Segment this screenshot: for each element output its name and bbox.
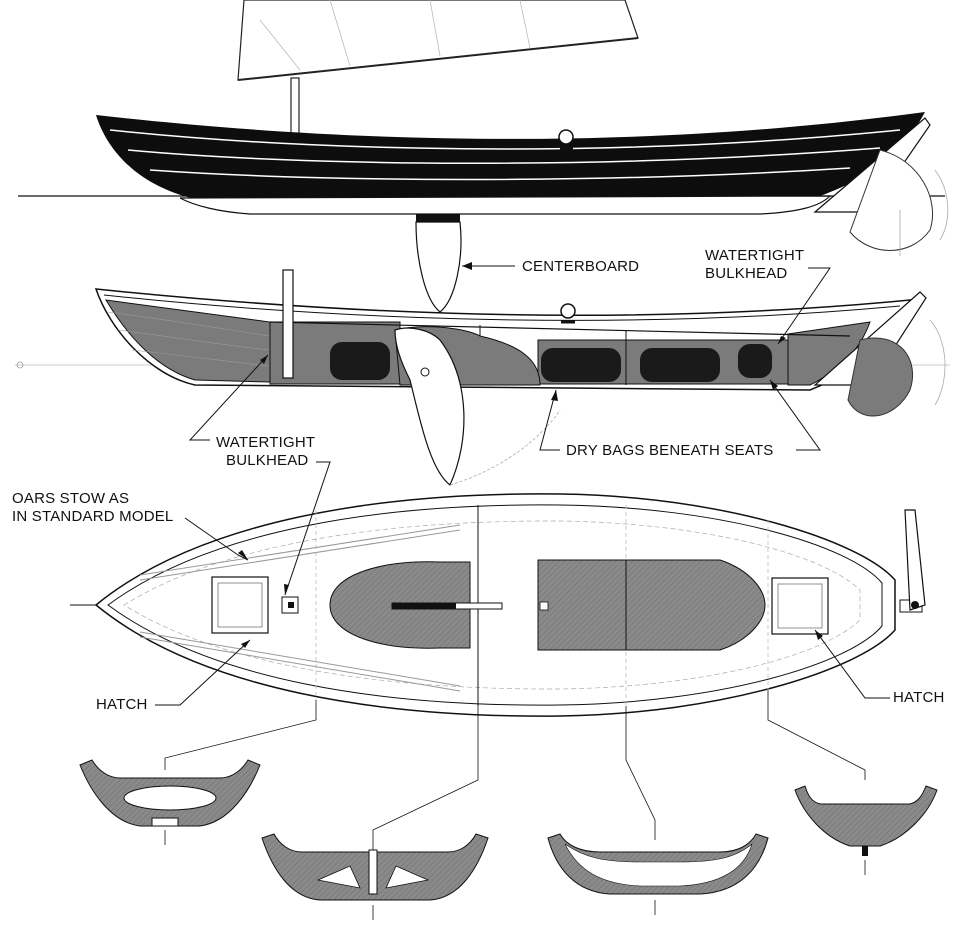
mast	[290, 77, 300, 141]
rudder-profile	[813, 117, 931, 213]
hatch-aft-label: HATCH	[893, 689, 945, 706]
inboard-profile-view	[15, 267, 950, 486]
dry-bag	[541, 348, 621, 382]
dry-bags-label: DRY BAGS BENEATH SEATS	[566, 442, 774, 459]
bulkhead-fwd-line-1: WATERTIGHT	[216, 434, 316, 451]
dry-bag	[330, 342, 390, 380]
oars-line-2: IN STANDARD MODEL	[12, 508, 174, 525]
oars-label: OARS STOW AS IN STANDARD MODEL	[12, 490, 173, 526]
centerboard	[415, 221, 462, 313]
seat	[625, 559, 766, 651]
bulkhead-aft-line-2: BULKHEAD	[705, 265, 788, 282]
hatch-fwd-label: HATCH	[96, 696, 148, 713]
hatch	[211, 576, 269, 634]
oars-line-1: OARS STOW AS	[12, 490, 130, 507]
centerboard-label: CENTERBOARD	[522, 258, 640, 275]
dry-bag	[640, 348, 720, 382]
bulkhead-fwd-line-2: BULKHEAD	[226, 452, 309, 469]
bulkhead-aft-label: WATERTIGHT BULKHEAD	[705, 247, 804, 283]
seat	[537, 559, 627, 651]
cross-sections	[79, 690, 938, 920]
hull-profile	[96, 112, 925, 200]
bulkhead-fwd-label: WATERTIGHT BULKHEAD	[216, 434, 315, 470]
hatch	[771, 577, 829, 635]
bulkhead-aft-line-1: WATERTIGHT	[705, 247, 805, 264]
plan-view	[70, 461, 926, 717]
dry-bag	[738, 344, 772, 378]
profile-view	[18, 0, 949, 313]
